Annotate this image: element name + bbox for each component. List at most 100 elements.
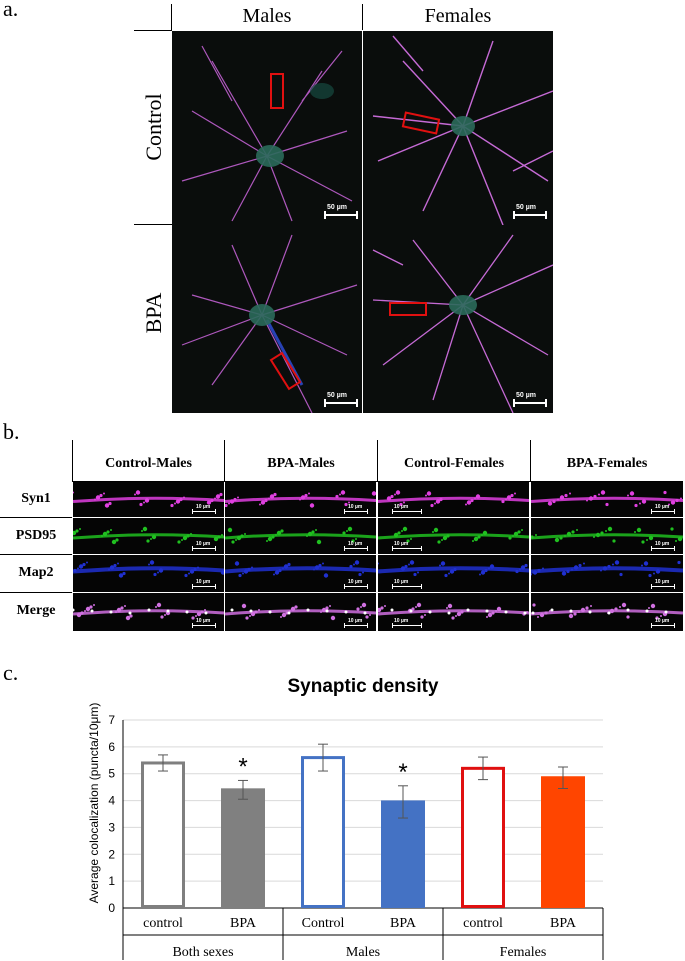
bar (141, 761, 185, 908)
row-label-bpa: BPA (141, 292, 166, 334)
panel-b-vline-1 (224, 440, 225, 481)
scale-bar (344, 546, 368, 551)
micrograph-bpa-females: 50 µm (363, 225, 553, 413)
row-label-map2: Map2 (18, 565, 54, 580)
panel-b-vline-3 (530, 440, 531, 481)
scale-bar-label: 10 µm (655, 541, 670, 547)
scale-bar (651, 584, 675, 589)
bar (541, 776, 585, 908)
scale-bar (392, 509, 422, 514)
micrograph-bpa-males: 50 µm (172, 225, 362, 413)
header-females: Females (424, 5, 492, 27)
strip-psd95-3: 10 µm (531, 518, 683, 554)
scale-bar-label: 10 µm (655, 618, 670, 624)
strip-map2-3: 10 µm (531, 555, 683, 592)
panel-a-hline-top (134, 30, 172, 31)
scale-bar (344, 584, 368, 589)
panel-c-letter: c. (3, 660, 19, 685)
panel-b-rowlabel-line-1 (0, 554, 72, 555)
strip-merge-0: 10 µm (73, 593, 224, 631)
row-label-syn1: Syn1 (21, 491, 51, 506)
micrograph-control-males: 50 µm (172, 31, 362, 225)
scale-bar-label: 10 µm (196, 504, 211, 510)
y-tick-label: 6 (108, 740, 115, 754)
scale-bar (513, 399, 547, 407)
x-group-label: Males (346, 945, 380, 960)
row-label-merge: Merge (16, 603, 56, 618)
scale-bar (192, 509, 216, 514)
header-bpa-females: BPA-Females (566, 456, 648, 471)
panel-b-vline-0 (72, 440, 73, 481)
scale-bar (392, 623, 422, 628)
x-category-label: BPA (390, 916, 417, 931)
y-tick-label: 4 (108, 794, 115, 808)
scale-bar-label: 10 µm (348, 504, 363, 510)
panel-b-hdr-line (72, 481, 683, 482)
strip-syn1-1: 10 µm (225, 482, 376, 517)
chart-title: Synaptic density (287, 676, 439, 697)
neuron-image (181, 45, 353, 222)
header-males: Males (242, 5, 292, 27)
scale-bar-label: 10 µm (394, 618, 409, 624)
scale-bar-label: 10 µm (394, 541, 409, 547)
scale-bar-label: 10 µm (655, 504, 670, 510)
strip-psd95-0: 10 µm (73, 518, 224, 554)
strip-psd95-1: 10 µm (225, 518, 376, 554)
scale-bar-label: 10 µm (348, 541, 363, 547)
header-control-females: Control-Females (403, 456, 505, 471)
scale-bar-label: 10 µm (394, 579, 409, 585)
bar (301, 756, 345, 908)
scale-bar (344, 509, 368, 514)
x-group-label: Both sexes (172, 945, 233, 960)
y-tick-label: 0 (108, 901, 115, 915)
strip-merge-3: 10 µm (531, 593, 683, 631)
scale-bar (344, 623, 368, 628)
significance-marker: * (238, 753, 247, 780)
strip-syn1-3: 10 µm (531, 482, 683, 517)
scale-bar (324, 211, 358, 219)
row-label-psd95: PSD95 (15, 528, 57, 543)
panel-b-vline-2 (377, 440, 378, 481)
scale-bar-label: 10 µm (196, 579, 211, 585)
x-category-label: control (463, 916, 503, 931)
bar (221, 788, 265, 908)
strip-merge-2: 10 µm (378, 593, 529, 631)
scale-bar (651, 509, 675, 514)
strip-map2-0: 10 µm (73, 555, 224, 592)
scale-bar-label: 50 µm (327, 204, 347, 211)
scale-bar (192, 546, 216, 551)
scale-bar-label: 10 µm (655, 579, 670, 585)
scale-bar-label: 10 µm (196, 618, 211, 624)
scale-bar-label: 10 µm (348, 579, 363, 585)
x-category-label: control (143, 916, 183, 931)
strip-psd95-2: 10 µm (378, 518, 529, 554)
y-tick-label: 1 (108, 874, 115, 888)
panel-a-vline-mid (362, 4, 363, 30)
scale-bar (324, 399, 358, 407)
panel-b-letter: b. (3, 419, 20, 444)
bar (461, 766, 505, 909)
scale-bar (651, 623, 675, 628)
micrograph-control-females: 50 µm (363, 31, 553, 225)
row-label-control: Control (141, 93, 166, 161)
header-control-males: Control-Males (105, 456, 192, 471)
strip-map2-2: 10 µm (378, 555, 529, 592)
neuron-image (372, 234, 553, 413)
y-tick-label: 5 (108, 767, 115, 781)
scale-bar-label: 10 µm (348, 618, 363, 624)
roi-box (270, 73, 284, 109)
scale-bar-label: 50 µm (327, 392, 347, 399)
scale-bar (192, 584, 216, 589)
x-group-label: Females (500, 945, 547, 960)
strip-merge-1: 10 µm (225, 593, 376, 631)
panel-a-letter: a. (3, 0, 19, 21)
scale-bar-label: 10 µm (394, 504, 409, 510)
scale-bar (392, 546, 422, 551)
x-category-label: BPA (230, 916, 257, 931)
header-bpa-males: BPA-Males (267, 456, 335, 471)
x-category-label: BPA (550, 916, 577, 931)
roi-box (389, 302, 427, 316)
y-tick-label: 2 (108, 847, 115, 861)
scale-bar (513, 211, 547, 219)
